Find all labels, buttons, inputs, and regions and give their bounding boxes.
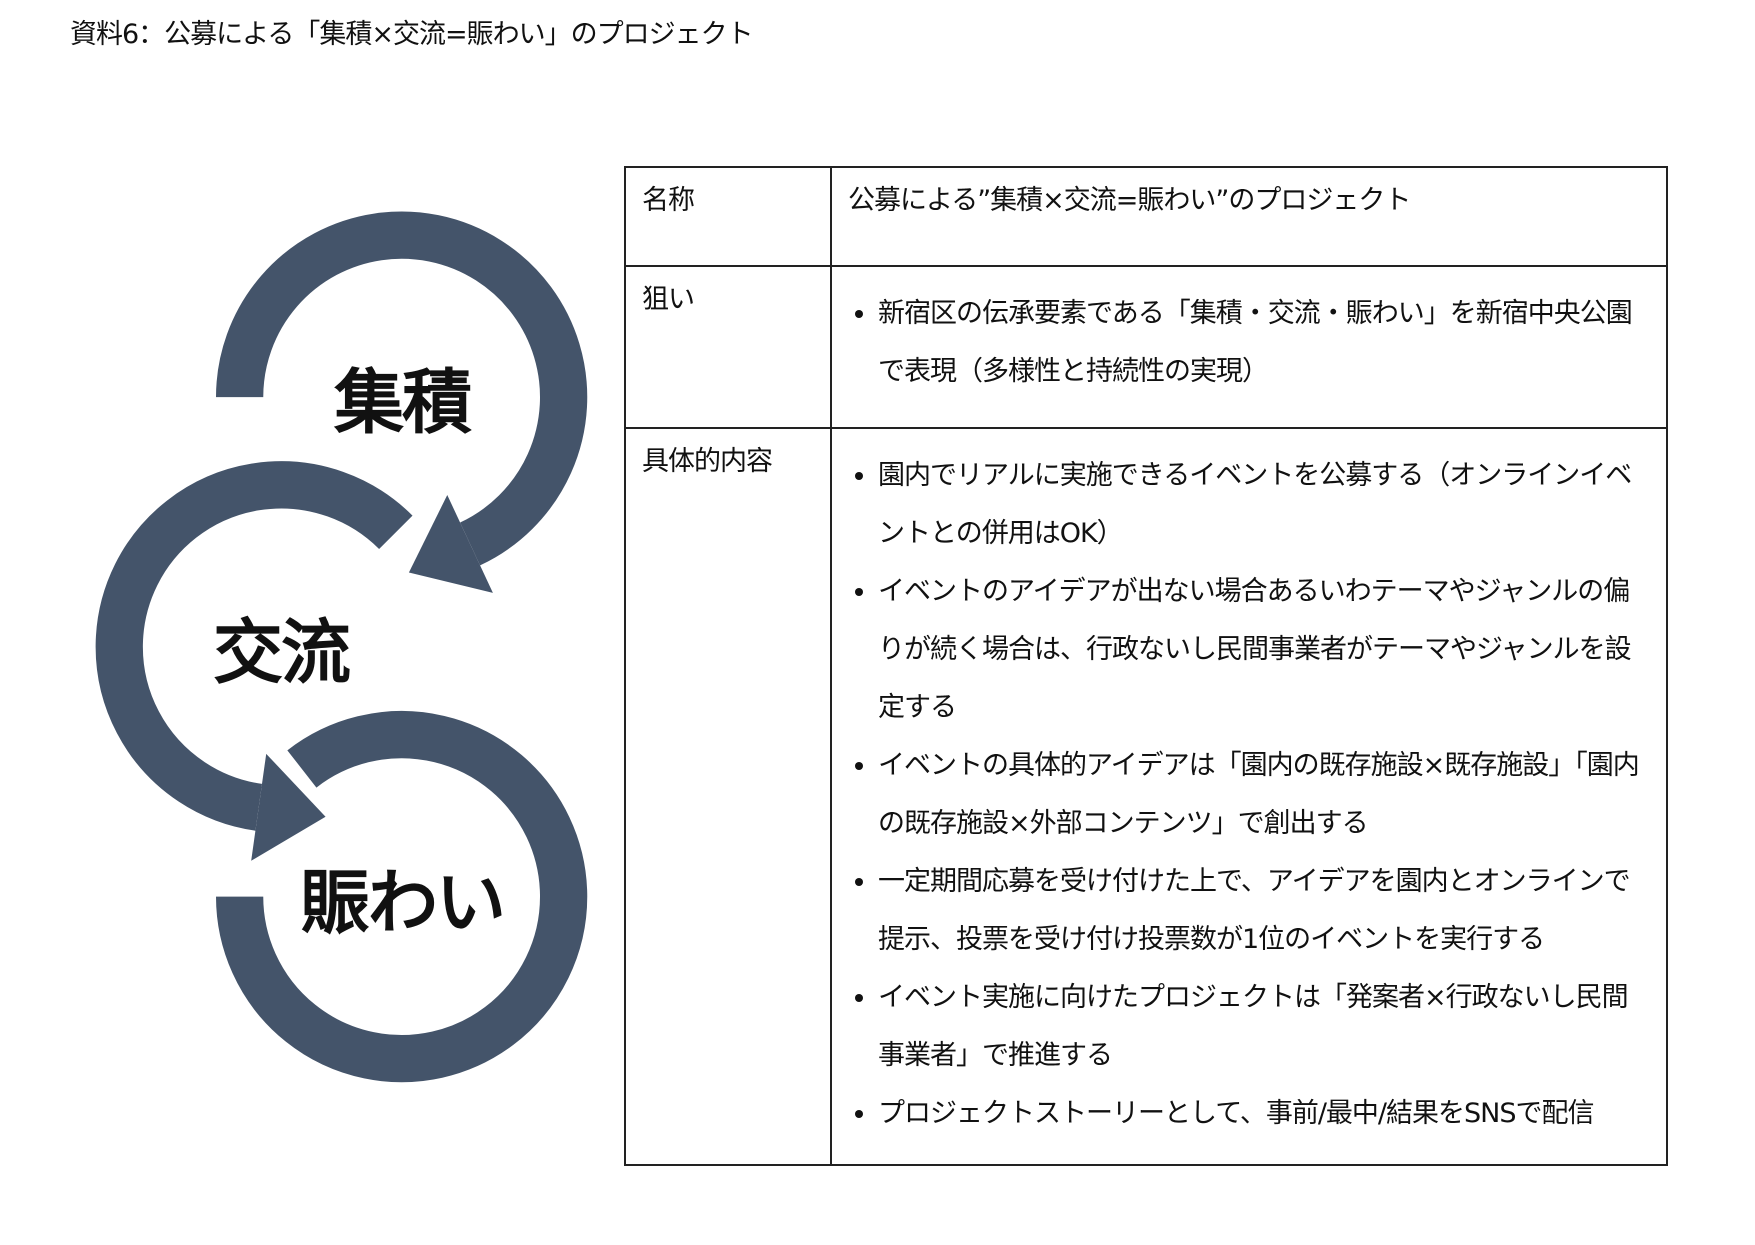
label-nigiwai: 賑わい — [300, 861, 506, 944]
table-row: 名称 公募による”集積×交流=賑わい”のプロジェクト — [624, 166, 1668, 267]
label-koryu: 交流 — [213, 611, 351, 694]
bullet-item: プロジェクトストーリーとして、事前/最中/結果をSNSで配信 — [878, 1085, 1650, 1143]
project-table: 名称 公募による”集積×交流=賑わい”のプロジェクト 狙い 新宿区の伝承要素であ… — [624, 166, 1668, 1166]
arrowhead-icon — [408, 495, 493, 593]
ring-arrow-koryu — [95, 461, 413, 831]
row-key: 狙い — [624, 265, 832, 429]
label-shuseki: 集積 — [334, 361, 472, 444]
bullet-item: イベントのアイデアが出ない場合あるいわテーマやジャンルの偏りが続く場合は、行政な… — [878, 563, 1650, 737]
row-key: 名称 — [624, 166, 832, 267]
cycle-diagram: 集積 交流 賑わい — [0, 0, 720, 1241]
bullet-item: 新宿区の伝承要素である「集積・交流・賑わい」を新宿中央公園で表現（多様性と持続性… — [878, 285, 1650, 401]
cycle-arrows — [95, 211, 588, 1083]
ring-arrow-nigiwai — [216, 711, 588, 1083]
bullet-item: イベントの具体的アイデアは「園内の既存施設×既存施設」「園内の既存施設×外部コン… — [878, 737, 1650, 853]
bullet-item: 一定期間応募を受け付けた上で、アイデアを園内とオンラインで提示、投票を受け付け投… — [878, 853, 1650, 969]
table-row: 具体的内容 園内でリアルに実施できるイベントを公募する（オンラインイベントとの併… — [624, 427, 1668, 1166]
bullet-item: 園内でリアルに実施できるイベントを公募する（オンラインイベントとの併用はOK） — [878, 447, 1650, 563]
row-value: 公募による”集積×交流=賑わい”のプロジェクト — [830, 166, 1668, 267]
row-value: 園内でリアルに実施できるイベントを公募する（オンラインイベントとの併用はOK） … — [830, 427, 1668, 1166]
ring-arrow-shuseki — [216, 211, 588, 566]
arrowhead-icon — [251, 753, 326, 861]
row-value: 新宿区の伝承要素である「集積・交流・賑わい」を新宿中央公園で表現（多様性と持続性… — [830, 265, 1668, 429]
table-row: 狙い 新宿区の伝承要素である「集積・交流・賑わい」を新宿中央公園で表現（多様性と… — [624, 265, 1668, 429]
page-title: 資料6：公募による「集積×交流=賑わい」のプロジェクト — [70, 19, 754, 50]
bullet-item: イベント実施に向けたプロジェクトは「発案者×行政ないし民間事業者」で推進する — [878, 969, 1650, 1085]
row-key: 具体的内容 — [624, 427, 832, 1166]
